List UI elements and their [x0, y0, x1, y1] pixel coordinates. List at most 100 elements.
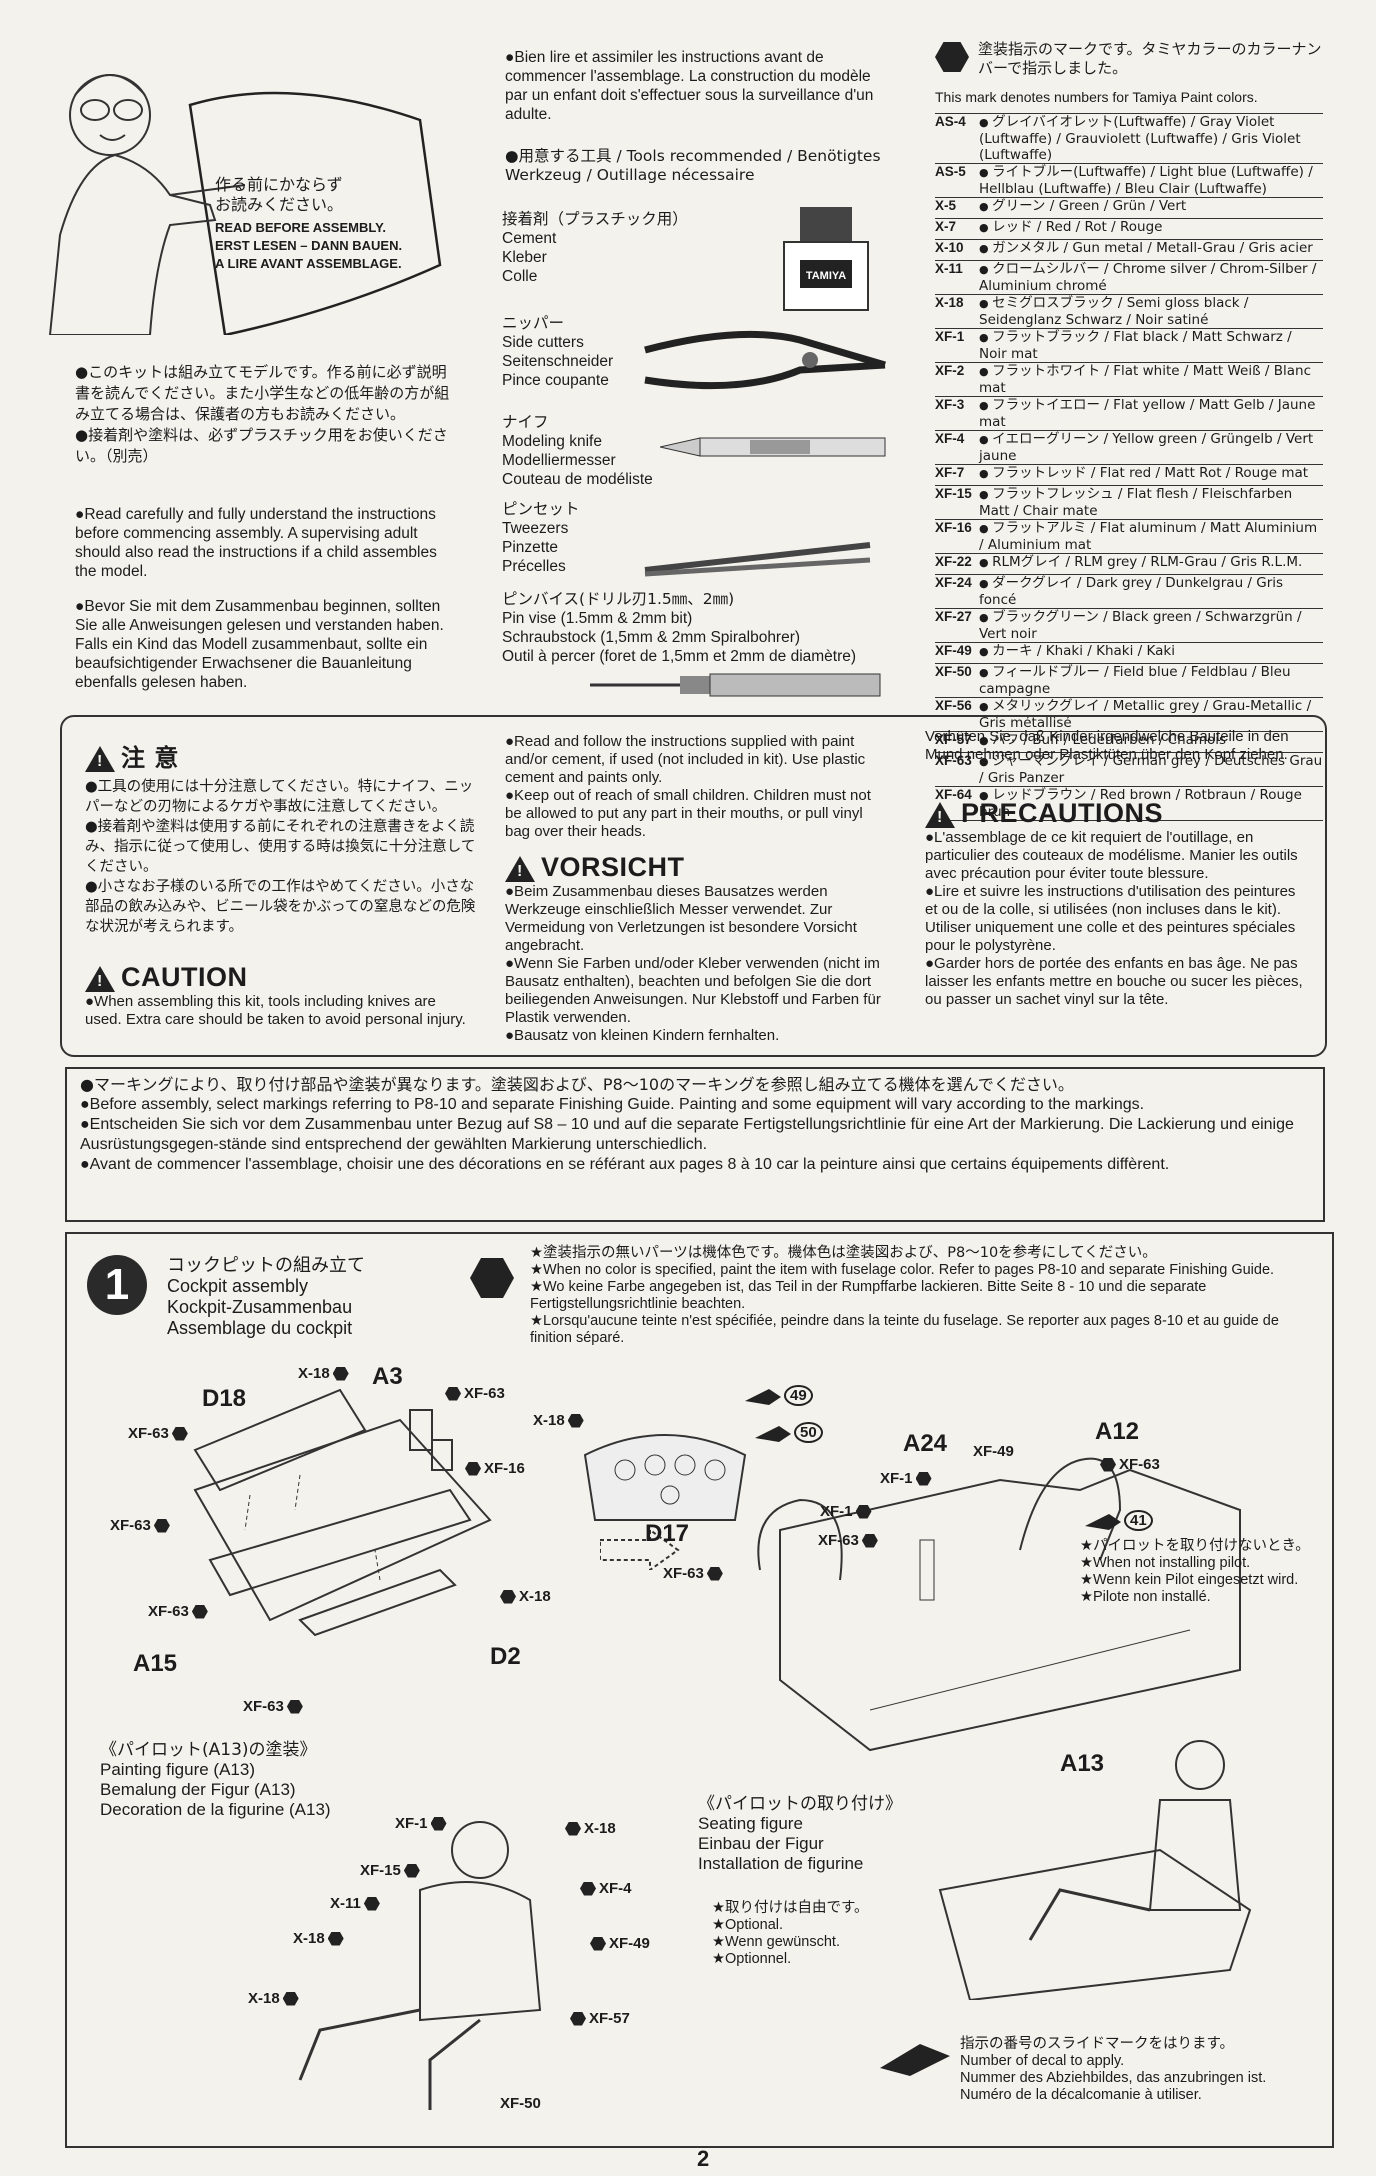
- decal-slide-icon: [1085, 1513, 1121, 1530]
- paint-callout: XF-57: [570, 2010, 630, 2027]
- paint-table: AS-4グレイバイオレット(Luftwaffe) / Gray Violet (…: [935, 113, 1323, 821]
- paint-name: RLMグレイ / RLM grey / RLM-Grau / Gris R.L.…: [979, 554, 1323, 571]
- paint-name: フラットレッド / Flat red / Matt Rot / Rouge ma…: [979, 465, 1323, 482]
- paint-name: フラットアルミ / Flat aluminum / Matt Aluminium…: [979, 520, 1323, 553]
- decal-legend-en: Number of decal to apply.: [960, 2053, 1125, 2069]
- step1-note-jp: ★塗装指示の無いパーツは機体色です。機体色は塗装図および、P8〜10を参考にして…: [530, 1245, 1157, 1261]
- tool-en: Tweezers: [502, 520, 569, 537]
- paint-name: ジャーマングレイ / German grey / Deutsches Grau …: [979, 753, 1323, 786]
- step-number-badge: 1: [87, 1255, 147, 1315]
- paint-name: イエローグリーン / Yellow green / Grüngelb / Ver…: [979, 431, 1323, 464]
- knife-icon: [660, 437, 886, 457]
- caution-en-section: CAUTION ●When assembling this kit, tools…: [85, 962, 475, 1029]
- seating-jp: 《パイロットの取り付け》: [698, 1794, 902, 1814]
- painting-jp: 《パイロット(A13)の塗装》: [100, 1740, 317, 1760]
- paint-callout: XF-16: [465, 1460, 525, 1477]
- pilot-figure-diagram: [298, 1821, 542, 2110]
- paint-name: メタリックグレイ / Metallic grey / Grau-Metallic…: [979, 698, 1323, 731]
- tool-jp: ナイフ: [502, 413, 549, 431]
- cockpit-floor-diagram: [193, 1388, 492, 1637]
- paint-row: XF-15フラットフレッシュ / Flat flesh / Fleischfar…: [935, 486, 1323, 520]
- tool-knife: ナイフ Modeling knife Modelliermesser Coute…: [502, 413, 653, 489]
- paint-callout: XF-1: [395, 1815, 447, 1832]
- paint-mark-icon: [565, 1821, 581, 1836]
- painting-fr: Decoration de la figurine (A13): [100, 1800, 331, 1819]
- cement-bottle-label: TAMIYA: [806, 270, 846, 282]
- pilot-note-de: ★Wenn kein Pilot eingesetzt wird.: [1080, 1572, 1299, 1588]
- paint-mark-icon: [915, 1471, 932, 1486]
- paint-code: XF-56: [935, 698, 972, 713]
- painting-de: Bemalung der Figur (A13): [100, 1780, 296, 1799]
- paint-callout: XF-63: [128, 1425, 188, 1442]
- paint-heading-jp: 塗装指示のマークです。タミヤカラーのカラーナンバーで指示しました。: [978, 40, 1322, 77]
- paint-mark-icon: [363, 1896, 380, 1911]
- step1-note-de: ★Wo keine Farbe angegeben ist, das Teil …: [530, 1279, 1207, 1312]
- read-before-en: READ BEFORE ASSEMBLY.: [215, 220, 386, 235]
- paint-name: クロームシルバー / Chrome silver / Chrom-Silber …: [979, 261, 1323, 294]
- paint-heading-en: This mark denotes numbers for Tamiya Pai…: [935, 89, 1258, 105]
- paint-row: XF-16フラットアルミ / Flat aluminum / Matt Alum…: [935, 520, 1323, 554]
- paint-callout: XF-1: [820, 1503, 872, 1520]
- paint-mark-icon: [153, 1518, 170, 1533]
- paint-callout: XF-63: [1100, 1456, 1160, 1473]
- paint-name: フラットホワイト / Flat white / Matt Weiß / Blan…: [979, 363, 1323, 396]
- pilot-note-en: ★When not installing pilot.: [1080, 1555, 1251, 1571]
- instrument-panel-diagram: [583, 1434, 747, 1521]
- paint-name: グレイバイオレット(Luftwaffe) / Gray Violet (Luft…: [979, 114, 1323, 163]
- paint-callout: X-18: [533, 1412, 584, 1429]
- paint-row: X-5グリーン / Green / Grün / Vert: [935, 198, 1323, 219]
- paint-code: X-18: [935, 295, 964, 310]
- warning-icon: [85, 746, 115, 772]
- paint-callout: XF-63: [663, 1565, 723, 1582]
- paint-row: AS-4グレイバイオレット(Luftwaffe) / Gray Violet (…: [935, 114, 1323, 164]
- decal-number: 49: [784, 1385, 813, 1406]
- markings-en: ●Before assembly, select markings referr…: [80, 1096, 1145, 1113]
- intro-de: ●Bevor Sie mit dem Zusammenbau beginnen,…: [75, 598, 444, 691]
- paint-mark-icon: [500, 1589, 516, 1604]
- paint-callout: XF-63: [243, 1698, 303, 1715]
- paint-name: フィールドブルー / Field blue / Feldblau / Bleu …: [979, 664, 1323, 697]
- paint-mark-icon: [855, 1504, 872, 1519]
- tool-jp: ピンバイス(ドリル刃1.5㎜、2㎜): [502, 590, 735, 608]
- pilot-note: ★パイロットを取り付けないとき。 ★When not installing pi…: [1080, 1538, 1320, 1606]
- paint-callout: X-18: [500, 1588, 551, 1605]
- paint-callout: XF-15: [360, 1862, 420, 1879]
- step1-box: [65, 1232, 1334, 2148]
- paint-callout: XF-49: [973, 1443, 1014, 1460]
- paint-callout: XF-50: [500, 2095, 541, 2112]
- seating-de: Einbau der Figur: [698, 1834, 824, 1853]
- tool-de: Pinzette: [502, 539, 559, 556]
- paint-name: バフ / Buff / Lederfarben / Chamois: [979, 732, 1323, 749]
- intro-fr: ●Bien lire et assimiler les instructions…: [505, 49, 874, 123]
- paint-code: XF-2: [935, 363, 965, 378]
- optional-jp: ★取り付けは自由です。: [712, 1900, 869, 1916]
- step1-note-en: ★When no color is specified, paint the i…: [530, 1262, 1275, 1278]
- paint-row: XF-7 フラットレッド / Flat red / Matt Rot / Roug…: [935, 465, 1323, 486]
- paint-code: XF-27: [935, 609, 972, 624]
- paint-row: XF-2 フラットホワイト / Flat white / Matt Weiß / …: [935, 363, 1323, 397]
- paint-callout: X-18: [248, 1990, 299, 2007]
- tool-en: Pin vise (1.5mm & 2mm bit): [502, 610, 693, 627]
- tool-fr: Précelles: [502, 558, 566, 575]
- paint-mark-icon: [171, 1426, 188, 1441]
- caution-jp-text: ●工具の使用には十分注意してください。特にナイフ、ニッパーなどの刃物によるケガや…: [85, 779, 476, 935]
- paint-code: XF-3: [935, 397, 965, 412]
- paint-code: XF-7: [935, 465, 965, 480]
- tool-en: Cement: [502, 230, 557, 247]
- cockpit-assembled-diagram: [757, 1457, 1241, 1752]
- paint-code: X-7: [935, 219, 957, 234]
- optional-fr: ★Optionnel.: [712, 1951, 792, 1967]
- tweezers-icon: [644, 542, 871, 577]
- paint-code: X-11: [935, 261, 963, 276]
- paint-mark-icon: [935, 42, 969, 72]
- caution-fr-section: PRECAUTIONS ●L'assemblage de ce kit requ…: [925, 798, 1310, 1009]
- seating-en: Seating figure: [698, 1814, 803, 1833]
- decal-callout: 41: [1085, 1510, 1153, 1531]
- tool-de: Modelliermesser: [502, 452, 616, 469]
- paint-code: XF-4: [935, 431, 965, 446]
- caution-de-title: VORSICHT: [541, 852, 685, 882]
- paint-row: XF-22RLMグレイ / RLM grey / RLM-Grau / Gris…: [935, 554, 1323, 575]
- caution-en-title: CAUTION: [121, 962, 248, 992]
- paint-name: レッドブラウン / Red brown / Rotbraun / Rouge b…: [979, 787, 1323, 820]
- markings-box: [65, 1067, 1325, 1222]
